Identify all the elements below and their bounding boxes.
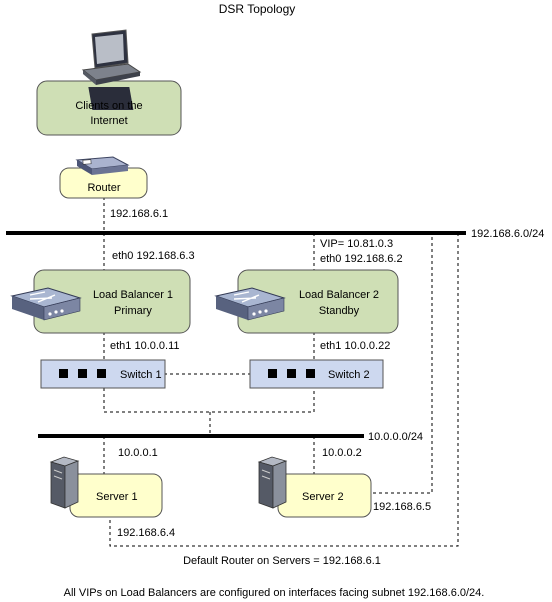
public-network-label: 192.168.6.0/24 (471, 228, 544, 240)
server1-public-link (109, 233, 459, 547)
switch2-label: Switch 2 (328, 369, 370, 381)
footnote: All VIPs on Load Balancers are configure… (64, 587, 485, 599)
switch1-ports-icon (59, 369, 106, 378)
lb1-eth1-label: eth1 10.0.0.11 (110, 340, 180, 352)
lb1-load-balancer-icon (10, 287, 82, 321)
default-router-note: Default Router on Servers = 192.168.6.1 (183, 555, 381, 567)
server2-private-ip: 10.0.0.2 (322, 447, 362, 459)
dashed-links (103, 197, 459, 547)
lb2-load-balancer-icon (214, 287, 286, 321)
switch2-ports-icon (268, 369, 315, 378)
lb1-name: Load Balancer 1 (93, 289, 173, 301)
lb2-role: Standby (319, 305, 360, 317)
server2-public-ip: 192.168.6.5 (373, 501, 431, 513)
laptop-icon (81, 29, 142, 110)
server1-server-icon (49, 456, 80, 509)
server2-public-link (373, 233, 433, 494)
router-ip-label: 192.168.6.1 (110, 208, 168, 220)
switch-bottom-link (103, 388, 315, 413)
lb2-name: Load Balancer 2 (299, 289, 379, 301)
lb1-role: Primary (114, 305, 152, 317)
lb2-eth0-label: eth0 192.168.6.2 (320, 253, 403, 265)
router-label: Router (87, 182, 120, 194)
router-icon (75, 156, 130, 175)
private-network-label: 10.0.0.0/24 (368, 431, 423, 443)
server2-server-icon (257, 456, 288, 509)
server2-label: Server 2 (302, 491, 344, 503)
clients-label-line1: Clients on the (75, 100, 142, 112)
server1-public-ip: 192.168.6.4 (117, 527, 175, 539)
diagram-title: DSR Topology (219, 2, 296, 16)
lb1-eth0-label: eth0 192.168.6.3 (112, 250, 195, 262)
lb2-vip-label: VIP= 10.81.0.3 (320, 238, 393, 250)
server1-private-ip: 10.0.0.1 (118, 447, 158, 459)
lb2-eth1-label: eth1 10.0.0.22 (320, 340, 390, 352)
switch1-label: Switch 1 (120, 369, 162, 381)
server1-label: Server 1 (96, 491, 138, 503)
clients-label-line2: Internet (90, 115, 127, 127)
